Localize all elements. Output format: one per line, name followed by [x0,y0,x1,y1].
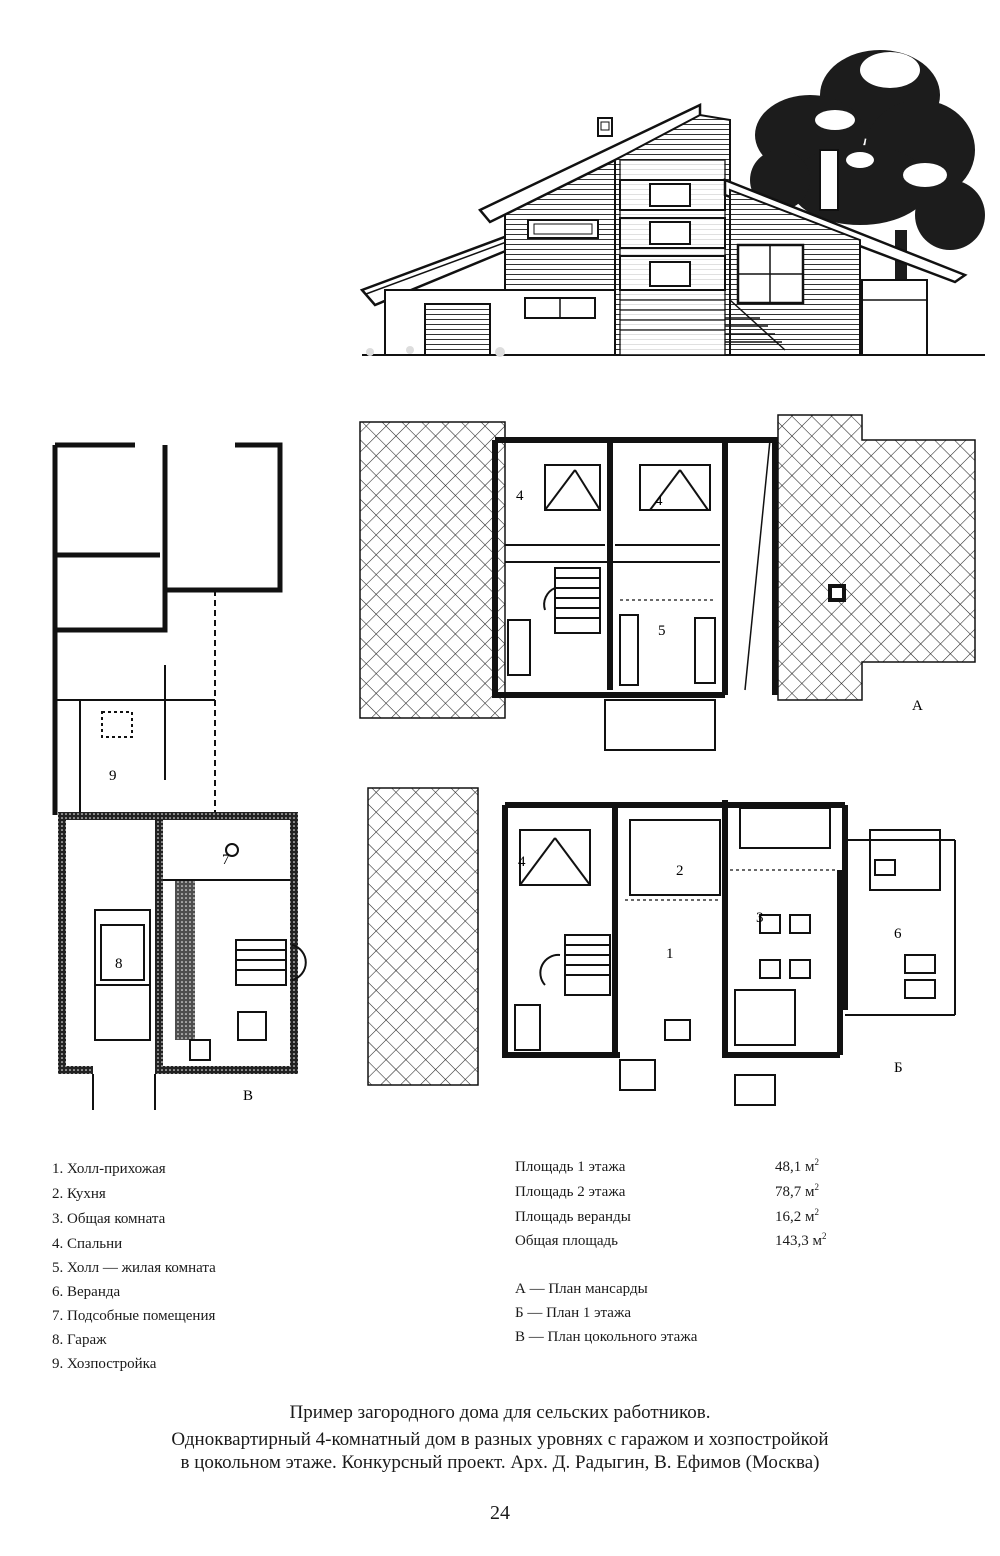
legend-item: 2. Кухня [52,1186,106,1202]
plan-basement: 9 7 8 В [52,442,307,1110]
house-elevation [359,50,985,357]
ground-hatch [367,787,479,1086]
architectural-drawing: 4 4 5 А [52,50,985,1110]
area-label: Общая площадь [515,1233,619,1249]
plan-ground: 4 2 3 1 6 Б [367,787,956,1106]
plan-attic: 4 4 5 А [359,414,976,751]
legend-item: 4. Спальни [52,1236,123,1252]
legend-item: 8. Гараж [52,1332,107,1348]
caption-line: в цокольном этаже. Конкурсный проект. Ар… [180,1452,820,1473]
caption-title: Пример загородного дома для сельских раб… [289,1402,711,1423]
legend-item: 9. Хозпостройка [52,1356,157,1372]
roof-hatch-right [777,414,976,701]
attic-room-4a: 4 [516,488,524,504]
legend-item: 3. Общая комната [52,1211,166,1227]
attic-room-4b: 4 [655,493,663,509]
area-value: 78,7 м2 [775,1182,819,1200]
plan-letter-ground: Б [894,1060,903,1076]
area-value: 16,2 м2 [775,1207,819,1225]
plan-letter-attic: А [912,698,923,714]
plan-key: Б — План 1 этажа [515,1305,631,1321]
area-label: Площадь 2 этажа [515,1184,626,1200]
ground-room-1: 1 [666,946,674,962]
area-value: 48,1 м2 [775,1157,819,1175]
area-label: Площадь 1 этажа [515,1159,626,1175]
legend-item: 5. Холл — жилая комната [52,1260,216,1276]
basement-room-8: 8 [115,956,123,972]
attic-room-5: 5 [658,623,666,639]
ground-room-4: 4 [518,854,526,870]
page-number: 24 [490,1502,510,1524]
ground-room-6: 6 [894,926,902,942]
plan-letter-basement: В [243,1088,253,1104]
legend-item: 7. Подсобные помещения [52,1308,216,1324]
legend-item: 6. Веранда [52,1284,121,1300]
roof-hatch-left [359,421,506,719]
legend-item: 1. Холл-прихожая [52,1161,166,1177]
basement-room-7: 7 [222,852,230,868]
plan-key: В — План цокольного этажа [515,1329,698,1345]
ground-room-2: 2 [676,863,684,879]
area-label: Площадь веранды [515,1209,631,1225]
plan-key: А — План мансарды [515,1281,648,1297]
caption-line: Одноквартирный 4-комнатный дом в разных … [171,1429,829,1450]
area-value: 143,3 м2 [775,1231,827,1249]
ground-room-3: 3 [756,910,764,926]
basement-room-9: 9 [109,768,117,784]
